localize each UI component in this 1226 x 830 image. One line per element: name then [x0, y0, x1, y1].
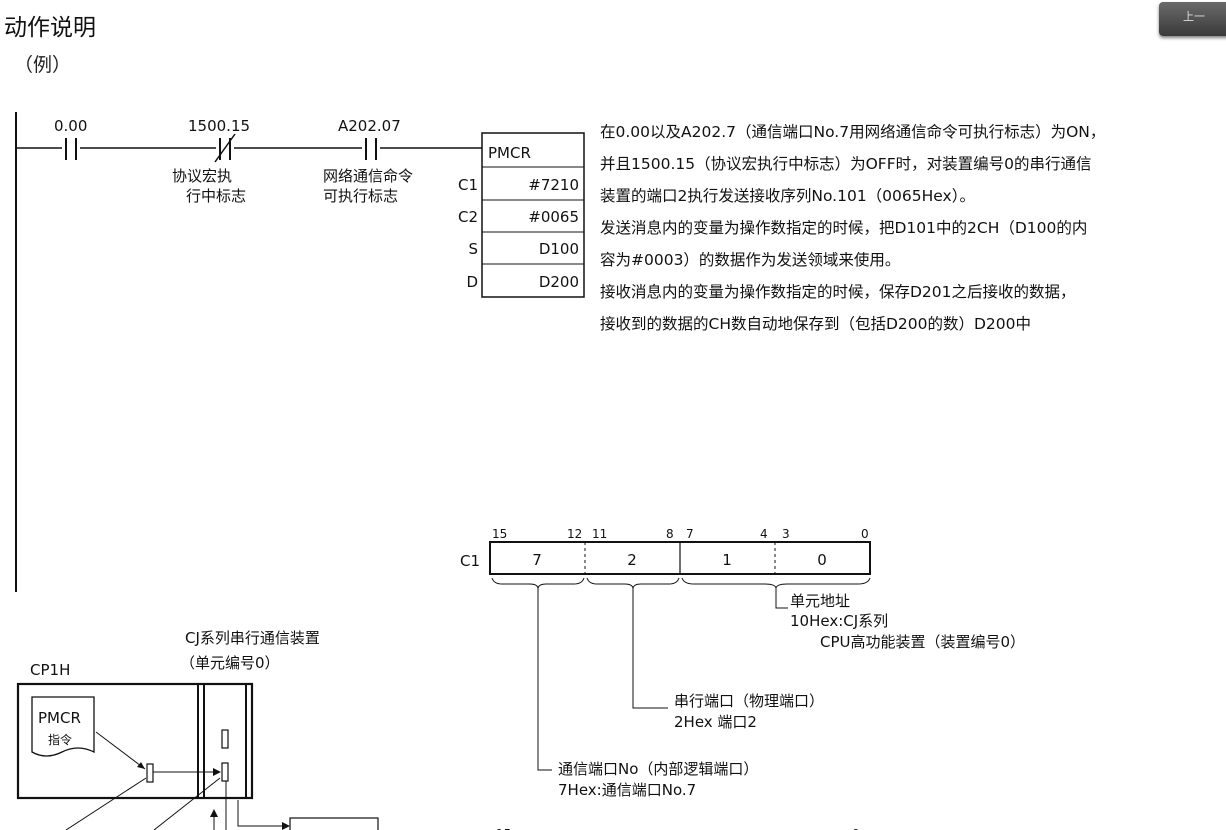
- c1-bit-diagram: C1 15 12 11 8 7 4 3 0 7 2 1 0 单元地址 10Hex…: [460, 527, 1025, 830]
- bit-number: 3: [782, 527, 790, 541]
- description-line: 容为#0003）的数据作为发送领域来使用。: [600, 251, 901, 269]
- annotation-text: 通信端口No（内部逻辑端口）: [558, 760, 758, 778]
- operand-label: C1: [458, 176, 478, 194]
- description-line: 接收消息内的变量为操作数指定的时候，保存D201之后接收的数据，: [600, 283, 1076, 301]
- contact-1500-15-icon: [214, 133, 236, 163]
- description-line: 发送消息内的变量为操作数指定的时候，把D101中的2CH（D100的内: [600, 219, 1088, 237]
- description-line: 并且1500.15（协议宏执行中标志）为OFF时，对装置编号0的串行通信: [600, 155, 1092, 173]
- operand-value: #0065: [528, 208, 579, 226]
- page-title: 动作说明: [4, 15, 96, 41]
- example-label: （例）: [14, 54, 72, 76]
- c1-digit: 1: [722, 551, 732, 569]
- contact-0-00-icon: [65, 138, 77, 160]
- cj-unit-label: CJ系列串行通信装置: [185, 629, 320, 647]
- c1-digit: 0: [817, 551, 827, 569]
- contact-label: 行中标志: [186, 187, 246, 205]
- pmcr-instruction-block: PMCR #7210 #0065 D100 D200: [481, 132, 585, 298]
- annotation-text: 串行端口（物理端口）: [674, 692, 824, 710]
- contact-label: 网络通信命令: [323, 167, 413, 185]
- bit-number: 4: [760, 527, 768, 541]
- annotation-text: 10Hex:CJ系列: [790, 612, 888, 630]
- contact-a202-07-icon: [365, 138, 377, 160]
- bit-number: 7: [686, 527, 694, 541]
- bit-number: 8: [666, 527, 674, 541]
- bit-number: 11: [592, 527, 607, 541]
- bit-number: 0: [861, 527, 869, 541]
- annotation-text: CPU高功能装置（装置编号0）: [820, 633, 1025, 651]
- bit-number: 15: [496, 827, 511, 830]
- c1-label: C1: [460, 552, 480, 570]
- contact-address: 0.00: [54, 117, 87, 135]
- description-line: 在0.00以及A202.7（通信端口No.7用网络通信命令可执行标志）为ON，: [600, 123, 1106, 141]
- bit-number: 15: [492, 527, 507, 541]
- operand-label: S: [468, 240, 478, 258]
- annotation-text: 7Hex:通信端口No.7: [558, 781, 696, 799]
- annotation-text: 2Hex 端口2: [674, 713, 757, 731]
- bit-number: 12: [567, 527, 582, 541]
- operand-label: D: [466, 273, 478, 291]
- description-line: 装置的端口2执行发送接收序列No.101（0065Hex）。: [600, 187, 975, 205]
- operand-value: #7210: [528, 176, 579, 194]
- operand-label: C2: [458, 208, 478, 226]
- c1-digit: 2: [627, 551, 637, 569]
- operand-value: D200: [539, 273, 579, 291]
- contact-label: 可执行标志: [323, 187, 398, 205]
- contact-label: 协议宏执: [172, 167, 232, 185]
- system-diagram: CJ系列串行通信装置 （单元编号0） CP1H PMCR 指令: [16, 629, 379, 830]
- c1-digit: 7: [532, 551, 542, 569]
- operand-value: D100: [539, 240, 579, 258]
- cp1h-label: CP1H: [30, 661, 70, 679]
- bit-number: 0: [852, 827, 860, 830]
- annotation-text: 单元地址: [790, 592, 850, 610]
- pmcr-box-label: PMCR: [38, 709, 81, 727]
- instruction-name: PMCR: [488, 144, 531, 162]
- pmcr-sub-label: 指令: [48, 732, 72, 747]
- cj-unit-label: （单元编号0）: [180, 654, 280, 672]
- description-line: 接收到的数据的CH数自动地保存到（包括D200的数）D200中: [600, 315, 1032, 333]
- pmcr-document-icon: [31, 696, 95, 757]
- contact-address: 1500.15: [188, 117, 250, 135]
- previous-page-button[interactable]: 上一: [1159, 2, 1226, 36]
- contact-address: A202.07: [338, 117, 401, 135]
